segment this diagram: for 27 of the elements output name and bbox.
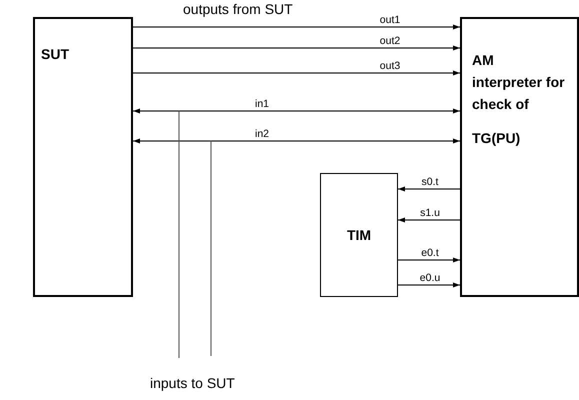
arrow [132, 138, 460, 144]
edge-label: out3 [380, 60, 400, 72]
signal-group-label: inputs to SUT [150, 375, 235, 391]
block-title: AM interpreter for check of [472, 51, 566, 114]
arrow [398, 186, 460, 192]
block-box [460, 17, 579, 297]
arrow [132, 108, 460, 114]
arrow [132, 24, 460, 30]
edge-label: out1 [380, 14, 400, 26]
edge-label: e0.u [420, 272, 440, 284]
edge-label: e0.t [421, 247, 439, 259]
block-title: TG(PU) [472, 129, 520, 148]
block-title: SUT [41, 45, 69, 64]
signal-group-label: outputs from SUT [183, 1, 293, 17]
edge-label: out2 [380, 35, 400, 47]
block-title: TIM [346, 226, 372, 245]
edge-label: s0.t [422, 176, 438, 188]
block-box [33, 17, 133, 297]
arrow [132, 70, 460, 76]
arrow [398, 282, 460, 288]
block-box [320, 173, 398, 297]
arrow [398, 218, 460, 222]
edge-label: s1.u [420, 207, 440, 219]
arrow [132, 46, 460, 50]
arrow [398, 258, 460, 262]
edge-label: in1 [255, 98, 269, 110]
edge-label: in2 [255, 128, 269, 140]
